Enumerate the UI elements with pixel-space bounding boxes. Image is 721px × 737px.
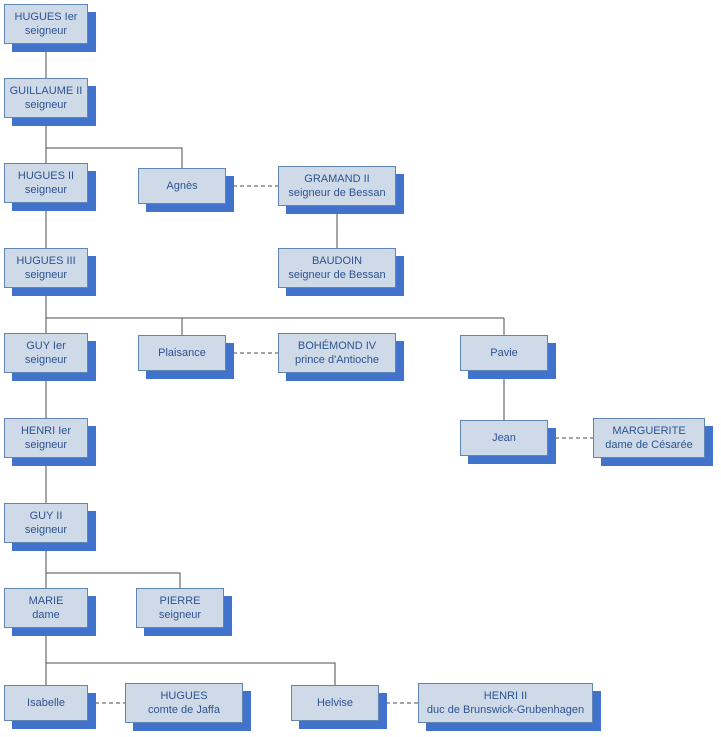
person-title: seigneur de Bessan [288,187,386,199]
person-name: GUILLAUME II [9,85,83,97]
person-node-bohemond-iv[interactable]: BOHÉMOND IV prince d'Antioche [278,333,396,373]
person-name: HUGUES [160,690,208,702]
person-name: HENRI II [483,690,528,702]
person-node-helvise[interactable]: Helvise [291,685,379,721]
descent-lines [45,44,505,685]
person-name: HUGUES III [16,255,76,267]
person-node-guy-ier[interactable]: GUY Ier seigneur [4,333,88,373]
person-name: HUGUES II [17,170,75,182]
person-name: BAUDOIN [311,255,363,267]
person-name: MARGUERITE [612,425,686,437]
marriage-lines [88,185,593,704]
person-node-guillaume-ii[interactable]: GUILLAUME II seigneur [4,78,88,118]
person-name: Helvise [316,697,354,709]
person-title: comte de Jaffa [148,704,220,716]
person-name: PIERRE [159,595,201,607]
person-title: dame de Césarée [605,439,693,451]
person-name: Agnès [166,180,198,192]
person-node-hugues-ier[interactable]: HUGUES Ier seigneur [4,4,88,44]
person-node-gramand-ii[interactable]: GRAMAND II seigneur de Bessan [278,166,396,206]
person-title: seigneur [158,609,202,621]
person-node-isabelle[interactable]: Isabelle [4,685,88,721]
person-title: seigneur [24,354,68,366]
person-name: Plaisance [158,347,206,359]
person-title: seigneur [24,269,68,281]
person-title: seigneur [24,439,68,451]
person-node-henri-ier[interactable]: HENRI Ier seigneur [4,418,88,458]
person-name: Pavie [490,347,518,359]
person-title: duc de Brunswick-Grubenhagen [426,704,585,716]
person-title: prince d'Antioche [294,354,380,366]
person-name: GRAMAND II [304,173,370,185]
person-name: HENRI Ier [20,425,72,437]
person-node-pavie[interactable]: Pavie [460,335,548,371]
person-title: seigneur [24,184,68,196]
person-title: seigneur [24,524,68,536]
person-title: dame [32,609,60,621]
person-node-hugues-iii[interactable]: HUGUES III seigneur [4,248,88,288]
person-node-pierre[interactable]: PIERRE seigneur [136,588,224,628]
person-node-hugues-jaffa[interactable]: HUGUES comte de Jaffa [125,683,243,723]
person-name: HUGUES Ier [14,11,78,23]
person-node-guy-ii[interactable]: GUY II seigneur [4,503,88,543]
person-node-baudoin[interactable]: BAUDOIN seigneur de Bessan [278,248,396,288]
person-node-marie[interactable]: MARIE dame [4,588,88,628]
person-name: Jean [492,432,516,444]
person-node-marguerite[interactable]: MARGUERITE dame de Césarée [593,418,705,458]
person-node-jean[interactable]: Jean [460,420,548,456]
person-name: BOHÉMOND IV [297,340,377,352]
person-name: MARIE [28,595,64,607]
person-name: GUY Ier [26,340,66,352]
person-title: seigneur [24,25,68,37]
person-name: Isabelle [27,697,65,709]
person-node-hugues-ii[interactable]: HUGUES II seigneur [4,163,88,203]
person-node-plaisance[interactable]: Plaisance [138,335,226,371]
person-node-agnes[interactable]: Agnès [138,168,226,204]
person-name: GUY II [29,510,63,522]
person-title: seigneur de Bessan [288,269,386,281]
person-node-henri-ii[interactable]: HENRI II duc de Brunswick-Grubenhagen [418,683,593,723]
person-title: seigneur [24,99,68,111]
